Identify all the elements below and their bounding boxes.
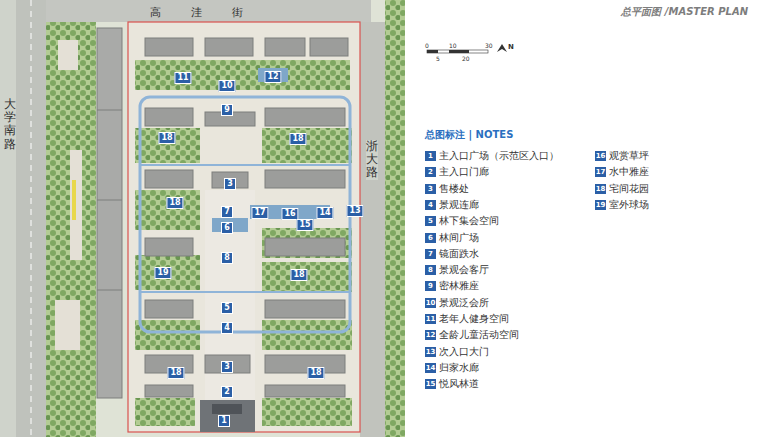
callout-number: 18 [167, 367, 184, 379]
callout-number: 15 [296, 219, 313, 231]
legend-text: 售楼处 [439, 183, 469, 195]
callout-number: 17 [251, 207, 268, 219]
site-plan-drawing [0, 0, 405, 437]
legend-text: 归家水廊 [439, 362, 479, 374]
legend-number: 2 [425, 167, 436, 177]
callout-number: 7 [221, 206, 233, 218]
legend-number: 10 [425, 298, 436, 308]
legend-text: 景观连廊 [439, 199, 479, 211]
scale-number: 0 [425, 42, 429, 49]
legend-number: 7 [425, 249, 436, 259]
callout-number: 2 [221, 386, 233, 398]
scale-number: 5 [436, 55, 440, 62]
callout-number: 18 [158, 132, 175, 144]
legend-text: 林下集会空间 [439, 215, 499, 227]
callout-number: 13 [346, 205, 363, 217]
plan-title: 总平面图 /MASTER PLAN [621, 5, 748, 19]
legend-text: 景观会客厅 [439, 264, 489, 276]
street-name: 高洼街 [150, 5, 273, 20]
legend-text: 全龄儿童活动空间 [439, 329, 519, 341]
legend-number: 14 [425, 363, 436, 373]
callout-number: 11 [174, 72, 191, 84]
legend-number: 8 [425, 265, 436, 275]
callout-number: 6 [221, 222, 233, 234]
callout-number: 12 [264, 71, 281, 83]
street-name: 大学南路 [4, 98, 16, 151]
scale-number: 20 [462, 55, 470, 62]
legend-number: 12 [425, 330, 436, 340]
legend-number: 15 [425, 379, 436, 389]
legend-text: 密林雅座 [439, 280, 479, 292]
callout-number: 9 [221, 104, 233, 116]
legend-number: 1 [425, 151, 436, 161]
legend-number: 17 [595, 167, 606, 177]
legend-number: 3 [425, 184, 436, 194]
legend-text: 镜面跌水 [439, 248, 479, 260]
callout-number: 19 [154, 267, 171, 279]
legend-text: 宅间花园 [609, 183, 649, 195]
legend-number: 19 [595, 200, 606, 210]
legend-number: 5 [425, 216, 436, 226]
callout-number: 18 [307, 367, 324, 379]
legend-text: 观赏草坪 [609, 150, 649, 162]
callout-number: 10 [218, 80, 235, 92]
callout-number: 18 [289, 133, 306, 145]
north-label: N [508, 43, 514, 51]
legend-text: 水中雅座 [609, 166, 649, 178]
callout-number: 4 [221, 322, 233, 334]
legend-text: 老年人健身空间 [439, 313, 509, 325]
legend-number: 13 [425, 347, 436, 357]
legend-number: 6 [425, 233, 436, 243]
legend-number: 11 [425, 314, 436, 324]
callout-number: 18 [166, 197, 183, 209]
legend-number: 18 [595, 184, 606, 194]
callout-number: 3 [221, 361, 233, 373]
callout-number: 3 [224, 178, 236, 190]
street-name: 浙大路 [366, 140, 378, 180]
callout-number: 8 [221, 252, 233, 264]
legend-text: 室外球场 [609, 199, 649, 211]
callout-number: 1 [218, 415, 230, 427]
legend-number: 16 [595, 151, 606, 161]
scale-number: 30 [485, 42, 493, 49]
callout-number: 18 [290, 269, 307, 281]
legend-text: 悦风林道 [439, 378, 479, 390]
legend-text: 主入口门廊 [439, 166, 489, 178]
legend-text: 景观泛会所 [439, 297, 489, 309]
legend-number: 9 [425, 281, 436, 291]
legend-heading: 总图标注 | NOTES [425, 128, 513, 142]
legend-text: 主入口广场（示范区入口） [439, 150, 559, 162]
legend-number: 4 [425, 200, 436, 210]
legend-text: 林间广场 [439, 232, 479, 244]
callout-number: 14 [316, 207, 333, 219]
legend-text: 次入口大门 [439, 346, 489, 358]
scale-number: 10 [449, 42, 457, 49]
callout-number: 5 [221, 302, 233, 314]
